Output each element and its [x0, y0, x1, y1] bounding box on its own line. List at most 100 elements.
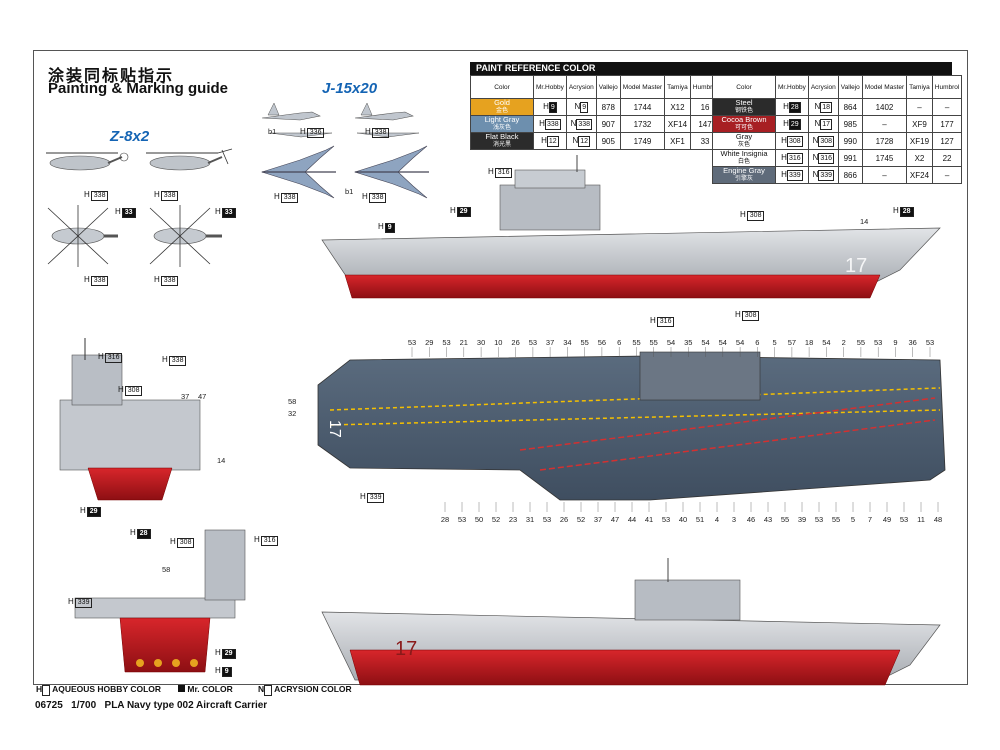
deck-bottom-number: 11 — [917, 515, 925, 524]
deck-bottom-number: 43 — [764, 515, 772, 524]
deck-bottom-number: 52 — [492, 515, 500, 524]
deck-bottom-number: 52 — [577, 515, 585, 524]
deck-left-32: 32 — [288, 409, 297, 418]
stern-number-58: 58 — [162, 565, 171, 574]
deck-top-number: 2 — [842, 338, 846, 347]
deck-top-number: 54 — [701, 338, 709, 347]
z8-helicopter-top-1 — [47, 205, 118, 267]
deck-bottom-number: 49 — [883, 515, 891, 524]
deck-top-number: 36 — [909, 338, 917, 347]
deck-bottom-number: 55 — [781, 515, 789, 524]
deck-top-number: 9 — [893, 338, 897, 347]
deck-top-number: 37 — [546, 338, 554, 347]
deck-top-number: 29 — [425, 338, 433, 347]
deck-bottom-number: 55 — [832, 515, 840, 524]
carrier-deck-plan: 17 — [317, 351, 946, 501]
b1-label-2: b1 — [345, 187, 354, 196]
carrier-side-view-bottom: 17 — [321, 558, 941, 686]
paint-header-5: Tamiya — [664, 75, 691, 99]
deck-top-number: 54 — [719, 338, 727, 347]
master-code: – — [861, 166, 908, 184]
deck-top-number: 53 — [926, 338, 934, 347]
deck-top-number: 53 — [408, 338, 416, 347]
paint-header-6: Humbrol — [931, 75, 963, 99]
deck-bottom-number: 51 — [696, 515, 704, 524]
hull-number-top: 17 — [845, 255, 867, 277]
deck-top-number: 54 — [667, 338, 675, 347]
island-number-37: 37 — [181, 392, 190, 401]
deck-bottom-number: 53 — [900, 515, 908, 524]
deck-bottom-number: 26 — [560, 515, 568, 524]
z8-label: Z-8x2 — [110, 128, 150, 145]
deck-top-number: 6 — [755, 338, 759, 347]
kit-scale: 1/700 — [71, 700, 97, 711]
deck-bottom-number: 53 — [815, 515, 823, 524]
footer: 06725 1/700 PLA Navy type 002 Aircraft C… — [35, 700, 267, 711]
paint-header-5: Tamiya — [906, 75, 933, 99]
humbrol-code: – — [931, 166, 963, 184]
j15-jet-front-1 — [269, 132, 333, 138]
legend-mrcolor: Mr. COLOR — [178, 684, 233, 694]
paint-table-title: PAINT REFERENCE COLOR — [470, 62, 952, 75]
island-number-47: 47 — [198, 392, 207, 401]
deck-top-number: 5 — [773, 338, 777, 347]
z8-helicopter-top-2 — [149, 205, 222, 267]
title-english: Painting & Marking guide — [48, 80, 229, 97]
deck-bottom-number: 3 — [732, 515, 736, 524]
paint-header-0: Color — [712, 75, 776, 99]
side-number-14: 14 — [860, 217, 869, 226]
deck-bottom-number: 31 — [526, 515, 534, 524]
deck-top-number: 6 — [617, 338, 621, 347]
deck-number: 17 — [326, 420, 343, 438]
deck-top-number: 21 — [460, 338, 468, 347]
deck-top-number: 55 — [632, 338, 640, 347]
kit-name: PLA Navy type 002 Aircraft Carrier — [104, 700, 268, 711]
master-code: 1749 — [619, 132, 666, 150]
deck-top-number: 55 — [581, 338, 589, 347]
deck-bottom-number: 53 — [662, 515, 670, 524]
deck-left-58: 58 — [288, 397, 297, 406]
deck-bottom-number: 37 — [594, 515, 602, 524]
deck-bottom-number: 48 — [934, 515, 942, 524]
deck-top-number: 55 — [650, 338, 658, 347]
deck-top-number: 55 — [857, 338, 865, 347]
deck-bottom-number: 5 — [851, 515, 855, 524]
deck-bottom-number: 23 — [509, 515, 517, 524]
deck-top-number: 34 — [563, 338, 571, 347]
deck-top-number: 53 — [874, 338, 882, 347]
deck-bottom-number: 41 — [645, 515, 653, 524]
